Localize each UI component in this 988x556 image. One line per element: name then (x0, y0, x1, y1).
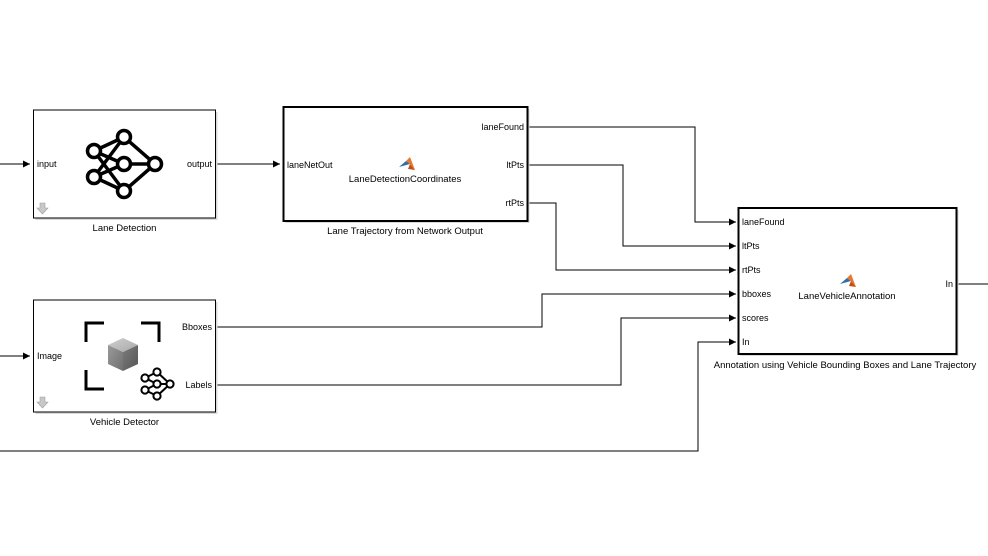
down-arrow-icon[interactable] (36, 202, 49, 215)
lane-detection-block[interactable]: input output Lane Detection (33, 109, 218, 234)
lane-trajectory-port-lanefound: laneFound (481, 122, 524, 132)
vehicle-detector-block[interactable]: Image Bboxes Labels (33, 299, 218, 428)
lane-trajectory-input-port: laneNetOut (287, 160, 333, 170)
lane-detection-input-port: input (37, 159, 57, 169)
wire-ltpts[interactable] (528, 164, 736, 250)
neural-network-icon (85, 128, 164, 200)
lane-trajectory-function-name: LaneDetectionCoordinates (349, 174, 462, 185)
down-arrow-icon[interactable] (36, 396, 49, 409)
lane-detection-output-port: output (187, 159, 213, 169)
signal-wires (0, 126, 988, 452)
annotation-label: Annotation using Vehicle Bounding Boxes … (714, 360, 977, 371)
annotation-output-port: In (945, 279, 953, 289)
vehicle-detector-label: Vehicle Detector (90, 417, 159, 428)
lane-detection-label: Lane Detection (93, 223, 157, 234)
vehicle-detector-input-port: Image (37, 351, 62, 361)
annotation-port-bboxes: bboxes (742, 289, 772, 299)
lane-trajectory-block[interactable]: laneNetOut laneFound ltPts rtPts LaneDet… (282, 106, 530, 237)
vehicle-detector-port-bboxes: Bboxes (182, 322, 213, 332)
wire-labels-scores[interactable] (216, 314, 736, 386)
object-detector-icon (84, 321, 175, 401)
cube-icon (108, 338, 138, 371)
lane-trajectory-port-rtpts: rtPts (505, 198, 524, 208)
wire-lanefound[interactable] (528, 126, 736, 226)
wire-in[interactable] (0, 338, 736, 452)
wire-bboxes[interactable] (216, 290, 736, 328)
small-network-icon (140, 367, 175, 401)
vehicle-detector-port-labels: Labels (185, 380, 212, 390)
annotation-port-scores: scores (742, 313, 769, 323)
annotation-block[interactable]: laneFound ltPts rtPts bboxes scores In I… (714, 207, 977, 371)
annotation-port-lanefound: laneFound (742, 217, 785, 227)
wire-rtpts[interactable] (528, 202, 736, 274)
annotation-function-name: LaneVehicleAnnotation (798, 291, 895, 302)
lane-trajectory-label: Lane Trajectory from Network Output (327, 226, 483, 237)
annotation-port-rtpts: rtPts (742, 265, 761, 275)
annotation-port-ltpts: ltPts (742, 241, 760, 251)
annotation-port-in: In (742, 337, 750, 347)
matlab-logo-icon (399, 157, 415, 170)
matlab-logo-icon (840, 274, 856, 287)
lane-trajectory-port-ltpts: ltPts (506, 160, 524, 170)
